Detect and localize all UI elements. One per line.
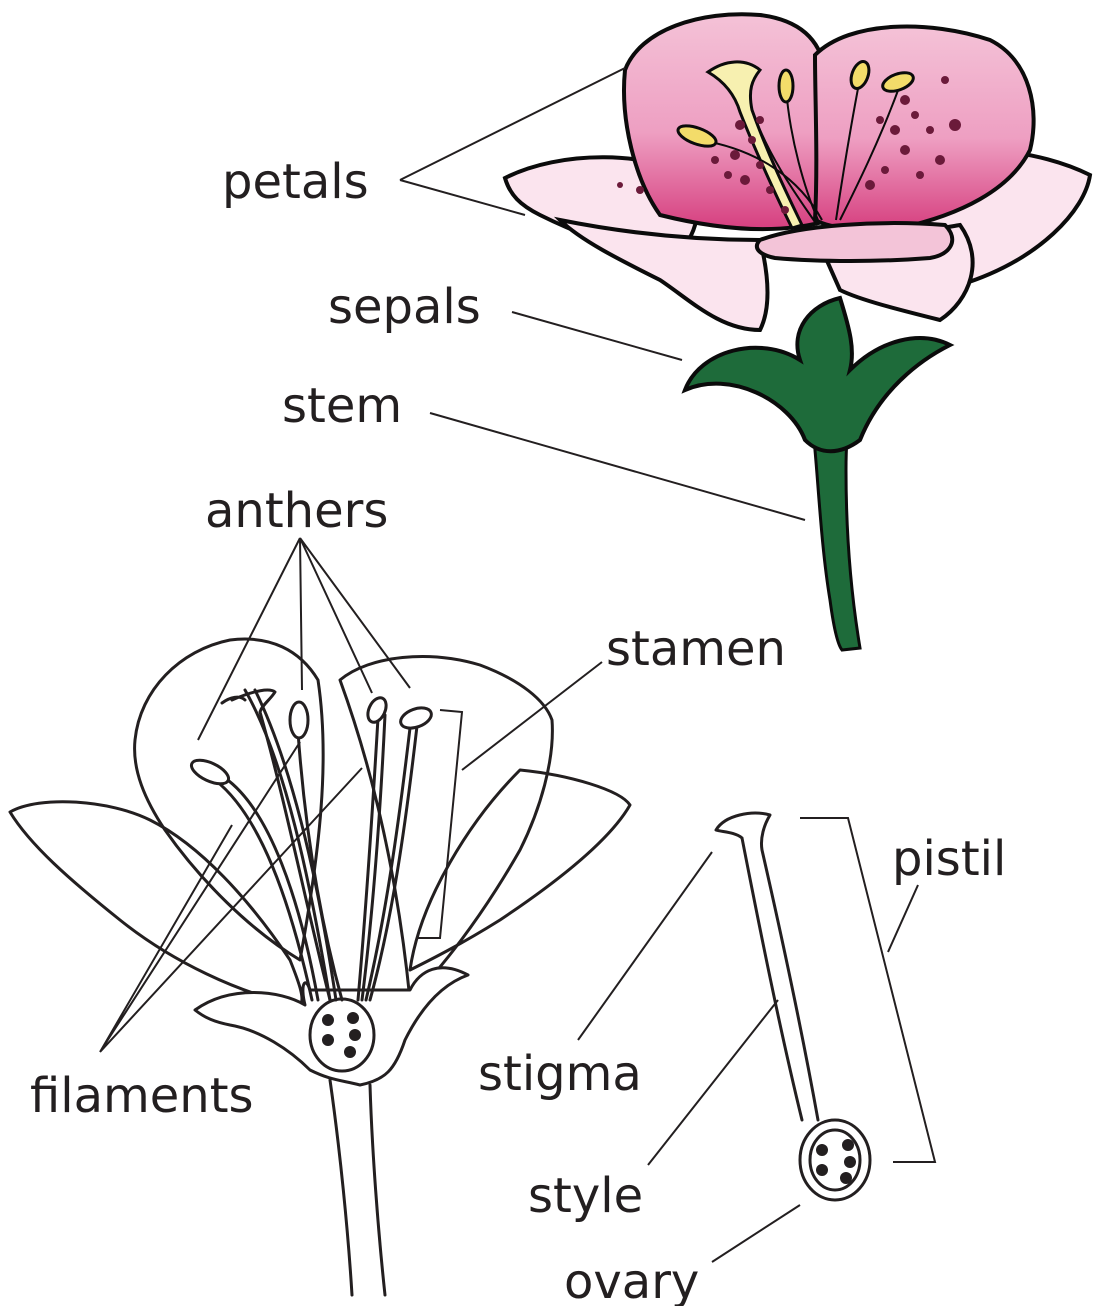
pistil-body [716,813,818,1120]
label-style: style [528,1168,643,1224]
stigma-leader [578,852,712,1040]
stamen-leader [462,662,602,770]
label-sepals: sepals [328,279,481,335]
label-ovary: ovary [564,1254,699,1306]
label-stamen: stamen [606,621,786,677]
label-anthers: anthers [205,483,388,539]
lineart-petal-left [10,802,302,1005]
label-stem: stem [282,378,402,434]
colored-petal-lower-left [560,220,768,330]
pistil-leader [888,885,918,952]
label-petals: petals [222,154,369,210]
colored-petal-upper-left [624,14,831,229]
lineart-ovary [310,999,374,1071]
sepals-leader [512,312,682,360]
style-leader [648,1000,778,1165]
label-filaments: filaments [30,1068,254,1124]
label-pistil: pistil [892,831,1006,887]
lineart-stem [330,1080,385,1295]
lineart-petal-right [410,770,630,970]
ovary-leader [712,1205,800,1262]
colored-flower [505,14,1090,650]
stamen-bracket [418,710,462,938]
stem-leader [430,413,805,520]
lineart-anthers [188,695,434,789]
label-stigma: stigma [478,1046,642,1102]
